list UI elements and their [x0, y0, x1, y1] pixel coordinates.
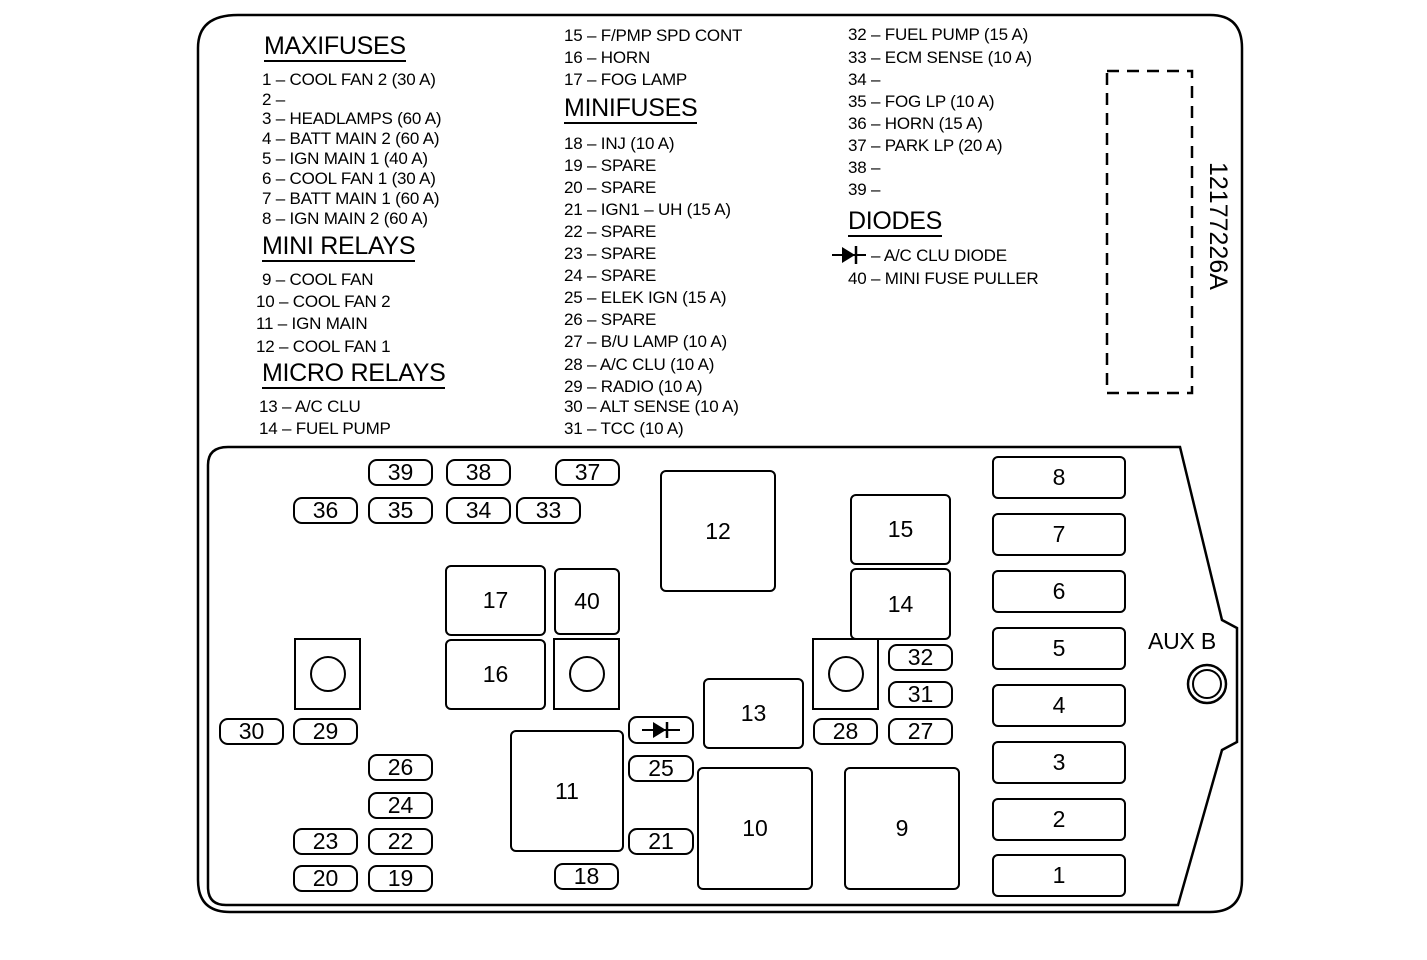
mini-relays-heading: MINI RELAYS	[262, 232, 416, 262]
legend-item: 39 –	[848, 180, 881, 199]
minifuse-slot: 33	[516, 497, 581, 524]
maxifuse-slot: 5	[992, 627, 1126, 670]
legend-item: 14 – FUEL PUMP	[259, 419, 391, 438]
legend-item: 13 – A/C CLU	[259, 397, 361, 416]
socket-ring-icon	[827, 656, 864, 692]
diode-symbol-icon	[832, 246, 866, 264]
legend-item: 10 – COOL FAN 2	[256, 292, 391, 311]
minifuse-slot: 39	[368, 459, 433, 486]
minifuse-slot: 30	[219, 718, 284, 745]
legend-item: 7 – BATT MAIN 1 (60 A)	[262, 189, 440, 208]
minifuse-slot: 35	[368, 497, 433, 524]
legend-item: 28 – A/C CLU (10 A)	[564, 355, 715, 374]
legend-item: 27 – B/U LAMP (10 A)	[564, 332, 727, 351]
legend-item: 40 – MINI FUSE PULLER	[848, 269, 1039, 288]
legend-item: 5 – IGN MAIN 1 (40 A)	[262, 149, 428, 168]
minifuse-slot: 31	[888, 681, 953, 708]
minifuse-slot: 22	[368, 828, 433, 855]
micro-relays-heading: MICRO RELAYS	[262, 359, 446, 389]
relay-slot-16: 16	[445, 639, 546, 710]
maxifuse-slot: 2	[992, 798, 1126, 841]
aux-label: AUX B	[1148, 628, 1217, 654]
legend-item: 15 – F/PMP SPD CONT	[564, 26, 743, 45]
legend-item: 9 – COOL FAN	[262, 270, 374, 289]
diode-slot	[628, 716, 694, 744]
minifuse-slot: 25	[628, 755, 694, 782]
minifuse-slot: 21	[628, 828, 694, 855]
legend-item: 4 – BATT MAIN 2 (60 A)	[262, 129, 440, 148]
legend-item: 35 – FOG LP (10 A)	[848, 92, 995, 111]
legend-item: 20 – SPARE	[564, 178, 657, 197]
legend-item: 8 – IGN MAIN 2 (60 A)	[262, 209, 428, 228]
legend-item: 32 – FUEL PUMP (15 A)	[848, 25, 1029, 44]
minifuse-slot: 28	[813, 718, 878, 745]
diodes-heading: DIODES	[848, 207, 943, 237]
legend-item: 31 – TCC (10 A)	[564, 419, 684, 438]
maxifuse-slot: 1	[992, 854, 1126, 897]
socket-ring-icon	[568, 656, 605, 692]
legend-item: – A/C CLU DIODE	[871, 246, 1007, 265]
relay-slot-17: 17	[445, 565, 546, 636]
legend-item: 17 – FOG LAMP	[564, 70, 688, 89]
maxifuse-slot: 7	[992, 513, 1126, 556]
minifuse-slot: 23	[293, 828, 358, 855]
socket	[812, 638, 879, 710]
minifuse-slot: 34	[446, 497, 511, 524]
maxifuse-slot: 4	[992, 684, 1126, 727]
relay-slot-11: 11	[510, 730, 624, 852]
relay-slot-15: 15	[850, 494, 951, 565]
minifuse-slot: 29	[293, 718, 358, 745]
minifuse-slot: 38	[446, 459, 511, 486]
minifuse-slot: 19	[368, 865, 433, 892]
relay-slot-9: 9	[844, 767, 960, 890]
legend-item: 19 – SPARE	[564, 156, 657, 175]
minifuse-slot: 37	[555, 459, 620, 486]
minifuse-slot: 36	[293, 497, 358, 524]
minifuse-slot: 20	[293, 865, 358, 892]
legend-item: 25 – ELEK IGN (15 A)	[564, 288, 727, 307]
socket	[294, 638, 361, 710]
legend-item: 16 – HORN	[564, 48, 651, 67]
legend-item: 21 – IGN1 – UH (15 A)	[564, 200, 731, 219]
minifuses-heading: MINIFUSES	[564, 94, 698, 124]
fuse-puller-slot-40: 40	[554, 568, 620, 635]
maxifuse-slot: 3	[992, 741, 1126, 784]
legend-item: 37 – PARK LP (20 A)	[848, 136, 1003, 155]
legend-item: 1 – COOL FAN 2 (30 A)	[262, 70, 436, 89]
relay-slot-13: 13	[703, 678, 804, 749]
legend-item: 24 – SPARE	[564, 266, 657, 285]
legend-item: 23 – SPARE	[564, 244, 657, 263]
relay-slot-12: 12	[660, 470, 776, 592]
legend-item: 30 – ALT SENSE (10 A)	[564, 397, 739, 416]
aux-stud-icon	[1186, 663, 1228, 705]
legend-item: 22 – SPARE	[564, 222, 657, 241]
maxifuses-heading: MAXIFUSES	[264, 32, 406, 62]
minifuse-slot: 27	[888, 718, 953, 745]
maxifuse-slot: 6	[992, 570, 1126, 613]
legend-item: 29 – RADIO (10 A)	[564, 377, 703, 396]
legend-item: 36 – HORN (15 A)	[848, 114, 983, 133]
legend-item: 11 – IGN MAIN	[256, 314, 368, 333]
minifuse-slot: 32	[888, 644, 953, 671]
legend-item: 18 – INJ (10 A)	[564, 134, 675, 153]
legend-item: 38 –	[848, 158, 881, 177]
legend-item: 3 – HEADLAMPS (60 A)	[262, 109, 442, 128]
socket-ring-icon	[309, 656, 346, 692]
minifuse-slot: 26	[368, 754, 433, 781]
legend-item: 26 – SPARE	[564, 310, 657, 329]
socket	[553, 638, 620, 710]
legend-item: 33 – ECM SENSE (10 A)	[848, 48, 1032, 67]
relay-slot-10: 10	[697, 767, 813, 890]
minifuse-slot: 18	[554, 863, 619, 890]
minifuse-slot: 24	[368, 792, 433, 819]
diode-symbol-icon	[642, 722, 680, 738]
relay-slot-14: 14	[850, 568, 951, 640]
legend-item: 12 – COOL FAN 1	[256, 337, 391, 356]
legend-item: 6 – COOL FAN 1 (30 A)	[262, 169, 436, 188]
legend-item: 2 –	[262, 90, 286, 109]
maxifuse-slot: 8	[992, 456, 1126, 499]
legend-item: 34 –	[848, 70, 881, 89]
part-number: 12177226A	[1204, 162, 1232, 290]
